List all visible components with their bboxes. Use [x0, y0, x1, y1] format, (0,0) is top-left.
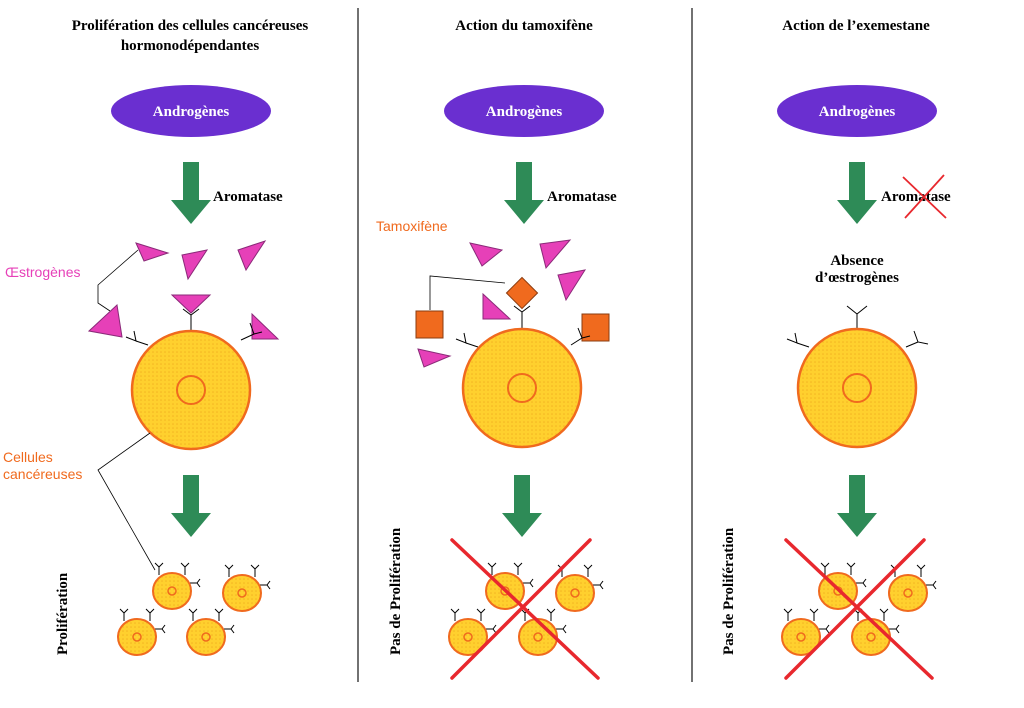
androgens-oval-3 — [777, 85, 937, 137]
absence-line1: Absence — [830, 253, 884, 269]
androgens-oval-2 — [444, 85, 604, 137]
cancer-cell — [130, 329, 252, 451]
androgens-label: Androgènes — [153, 104, 230, 120]
cancer-cell-2 — [461, 327, 583, 449]
no-proliferation-label-3: Pas de Prolifération — [721, 527, 737, 655]
androgens-label-2: Androgènes — [486, 104, 563, 120]
cancer-cell-3 — [796, 327, 918, 449]
cells-leader — [97, 432, 156, 571]
conversion-arrow-3 — [837, 162, 877, 224]
cells-label-line1: Cellules — [3, 449, 53, 465]
tamoxifen-molecules — [415, 276, 610, 342]
receptors — [125, 308, 263, 346]
blocked-arrow-3 — [837, 475, 877, 537]
tamoxifen-label: Tamoxifène — [376, 218, 448, 234]
red-cross-3 — [784, 538, 934, 680]
panel1-title-line1: Prolifération des cellules cancéreuses — [72, 18, 309, 34]
receptors-3 — [786, 305, 929, 348]
aromatase-label: Aromatase — [213, 189, 283, 205]
aromatase-label-3: Aromatase — [881, 189, 951, 205]
daughter-cells — [117, 562, 271, 656]
tamoxifen-leader — [429, 275, 506, 310]
androgens-label-3: Androgènes — [819, 104, 896, 120]
absence-line2: d’œstrogènes — [815, 270, 899, 286]
panel-proliferation: Prolifération des cellules cancéreuses h… — [3, 18, 309, 656]
panel1-title-line2: hormonodépendantes — [121, 38, 260, 54]
red-cross-2 — [450, 538, 600, 680]
estrogens-label: Œstrogènes — [5, 264, 80, 280]
cells-label-line2: cancéreuses — [3, 466, 82, 482]
panel3-title: Action de l’exemestane — [782, 18, 930, 34]
panel2-title: Action du tamoxifène — [455, 18, 593, 34]
proliferation-arrow — [171, 475, 211, 537]
no-proliferation-label-2: Pas de Prolifération — [388, 527, 404, 655]
aromatase-cross — [902, 174, 947, 219]
androgens-oval — [111, 85, 271, 137]
panel-tamoxifen: Action du tamoxifène Androgènes Aromatas… — [376, 18, 617, 680]
proliferation-label: Prolifération — [55, 572, 71, 655]
blocked-arrow-2 — [502, 475, 542, 537]
conversion-arrow-2 — [504, 162, 544, 224]
receptors-2 — [455, 305, 591, 348]
conversion-arrow — [171, 162, 211, 224]
panel-exemestane: Action de l’exemestane Androgènes Aromat… — [721, 18, 951, 680]
aromatase-label-2: Aromatase — [547, 189, 617, 205]
estrogen-molecules — [87, 240, 280, 340]
estrogens-leader — [97, 249, 139, 312]
estrogen-molecules-2 — [417, 239, 587, 368]
